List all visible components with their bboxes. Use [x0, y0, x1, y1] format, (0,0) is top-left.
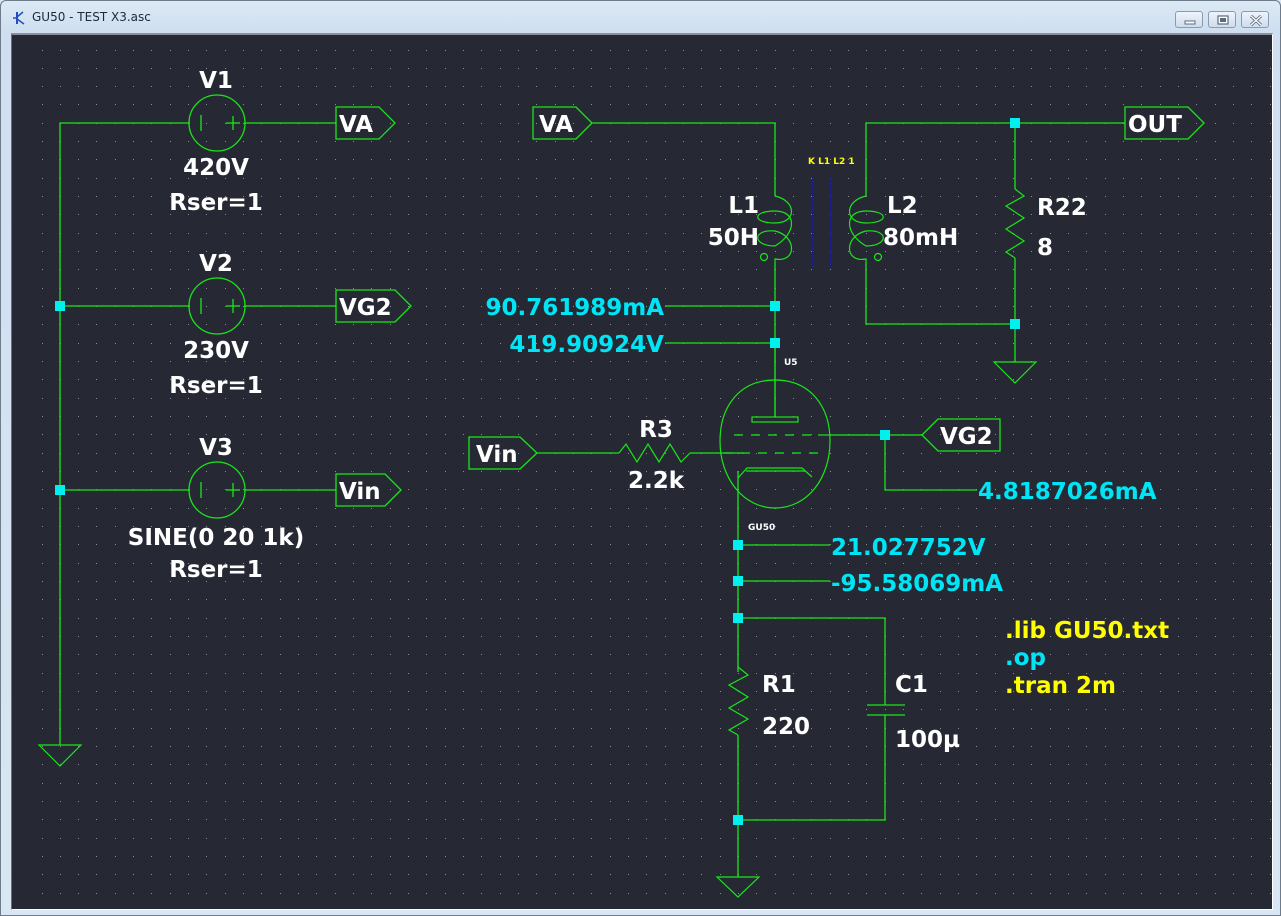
schematic[interactable]: V1 420V Rser=1 V2 230V Rser=1 V3 SINE(0 …	[12, 35, 1272, 909]
v3-symbol[interactable]	[188, 461, 246, 519]
tube-model: GU50	[748, 523, 775, 533]
flag-vg2-left[interactable]	[335, 289, 412, 323]
junction	[733, 815, 743, 825]
c1-name: C1	[895, 672, 928, 698]
net-flags	[335, 106, 1205, 507]
wire-va-l1	[592, 122, 776, 196]
v2-symbol[interactable]	[188, 277, 246, 335]
maximize-button[interactable]	[1208, 11, 1236, 28]
operating-point-values: 90.761989mA 419.90924V 4.8187026mA 21.02…	[485, 295, 1156, 597]
junction	[880, 430, 890, 440]
flag-vg2-left-text: VG2	[339, 295, 392, 321]
flag-va-left-text: VA	[339, 112, 373, 138]
directive-tran[interactable]: .tran 2m	[1005, 673, 1116, 699]
flag-out[interactable]	[1124, 106, 1205, 140]
junction	[770, 338, 780, 348]
probe-line-screen-current	[884, 435, 977, 491]
v1-rser: Rser=1	[169, 190, 263, 216]
v2-rser: Rser=1	[169, 373, 263, 399]
ground-symbol-cathode	[715, 876, 761, 898]
directive-op[interactable]: .op	[1005, 645, 1046, 671]
probe-cathode-voltage: 21.027752V	[831, 535, 986, 561]
v3-rser: Rser=1	[169, 557, 263, 583]
r22-value[interactable]: 8	[1037, 235, 1053, 261]
junction	[1010, 118, 1020, 128]
probe-anode-current: 90.761989mA	[485, 295, 664, 321]
l2-symbol[interactable]	[849, 195, 884, 263]
resistors	[618, 188, 1026, 736]
l2-name: L2	[887, 193, 918, 219]
transformer	[757, 178, 884, 268]
ground-symbol-left	[37, 744, 83, 767]
wire-c1-top	[738, 617, 886, 705]
l1-value[interactable]: 50H	[708, 225, 759, 251]
grounds	[37, 361, 1038, 898]
probe-screen-current: 4.8187026mA	[978, 479, 1157, 505]
directive-lib[interactable]: .lib GU50.txt	[1005, 618, 1169, 644]
junction	[770, 301, 780, 311]
probe-anode-voltage: 419.90924V	[509, 332, 664, 358]
v2-value[interactable]: 230V	[183, 338, 249, 364]
title-bar[interactable]: GU50 - TEST X3.asc	[1, 1, 1280, 33]
flag-out-text: OUT	[1128, 112, 1182, 138]
flag-vin-left-text: Vin	[339, 479, 381, 505]
wire-l2-out	[865, 122, 1125, 196]
r3-value[interactable]: 2.2k	[628, 468, 685, 494]
r1-symbol[interactable]	[727, 666, 750, 736]
junction	[55, 301, 65, 311]
r3-symbol[interactable]	[618, 442, 691, 464]
wires	[59, 122, 1125, 877]
wire-l2-gnd	[865, 263, 1015, 325]
spice-directives: .lib GU50.txt .op .tran 2m	[1005, 618, 1169, 699]
flag-vin-right-text: Vin	[476, 442, 518, 468]
v1-value[interactable]: 420V	[183, 155, 249, 181]
wire-c1-bottom	[738, 715, 886, 821]
r22-name: R22	[1037, 195, 1087, 221]
component-labels: V1 420V Rser=1 V2 230V Rser=1 V3 SINE(0 …	[128, 68, 1182, 753]
l1-name: L1	[728, 193, 759, 219]
restore-icon	[1217, 15, 1229, 25]
flag-vin-right[interactable]	[468, 436, 538, 470]
tube-gu50-symbol[interactable]	[719, 343, 831, 509]
flag-vg2-right-text: VG2	[940, 424, 993, 450]
ltspice-transistor-icon	[13, 11, 25, 25]
junctions	[55, 118, 1020, 825]
schematic-canvas[interactable]: V1 420V Rser=1 V2 230V Rser=1 V3 SINE(0 …	[11, 33, 1273, 910]
flag-va-right-text: VA	[539, 112, 573, 138]
voltage-sources	[188, 94, 246, 519]
close-icon	[1249, 14, 1263, 27]
wire-rail-v1	[59, 122, 190, 745]
flag-vin-left[interactable]	[335, 473, 402, 507]
r3-name: R3	[639, 417, 673, 443]
probe-cathode-current: -95.58069mA	[831, 571, 1003, 597]
junction	[1010, 319, 1020, 329]
v3-name: V3	[199, 435, 233, 461]
l2-value[interactable]: 80mH	[883, 225, 958, 251]
c1-symbol[interactable]	[867, 704, 905, 716]
r1-value[interactable]: 220	[762, 714, 810, 740]
close-button[interactable]	[1241, 11, 1269, 28]
flag-va-right[interactable]	[532, 106, 593, 140]
flag-vg2-right[interactable]	[921, 418, 1001, 452]
r1-name: R1	[762, 672, 796, 698]
junction	[733, 540, 743, 550]
c1-value[interactable]: 100µ	[895, 727, 960, 753]
v3-value[interactable]: SINE(0 20 1k)	[128, 525, 304, 551]
window-title: GU50 - TEST X3.asc	[32, 10, 151, 24]
l1-symbol[interactable]	[757, 195, 792, 263]
flag-va-left[interactable]	[335, 106, 396, 140]
minimize-icon	[1184, 20, 1196, 25]
tube-ref: U5	[784, 358, 798, 368]
junction	[733, 576, 743, 586]
minimize-button[interactable]	[1175, 11, 1203, 28]
junction	[733, 613, 743, 623]
coupling-directive[interactable]: K L1 L2 1	[808, 157, 855, 167]
v1-name: V1	[199, 68, 233, 94]
junction	[55, 485, 65, 495]
v1-symbol[interactable]	[188, 94, 246, 152]
v2-name: V2	[199, 251, 233, 277]
ground-symbol-out	[992, 361, 1038, 384]
r22-symbol[interactable]	[1004, 188, 1026, 259]
